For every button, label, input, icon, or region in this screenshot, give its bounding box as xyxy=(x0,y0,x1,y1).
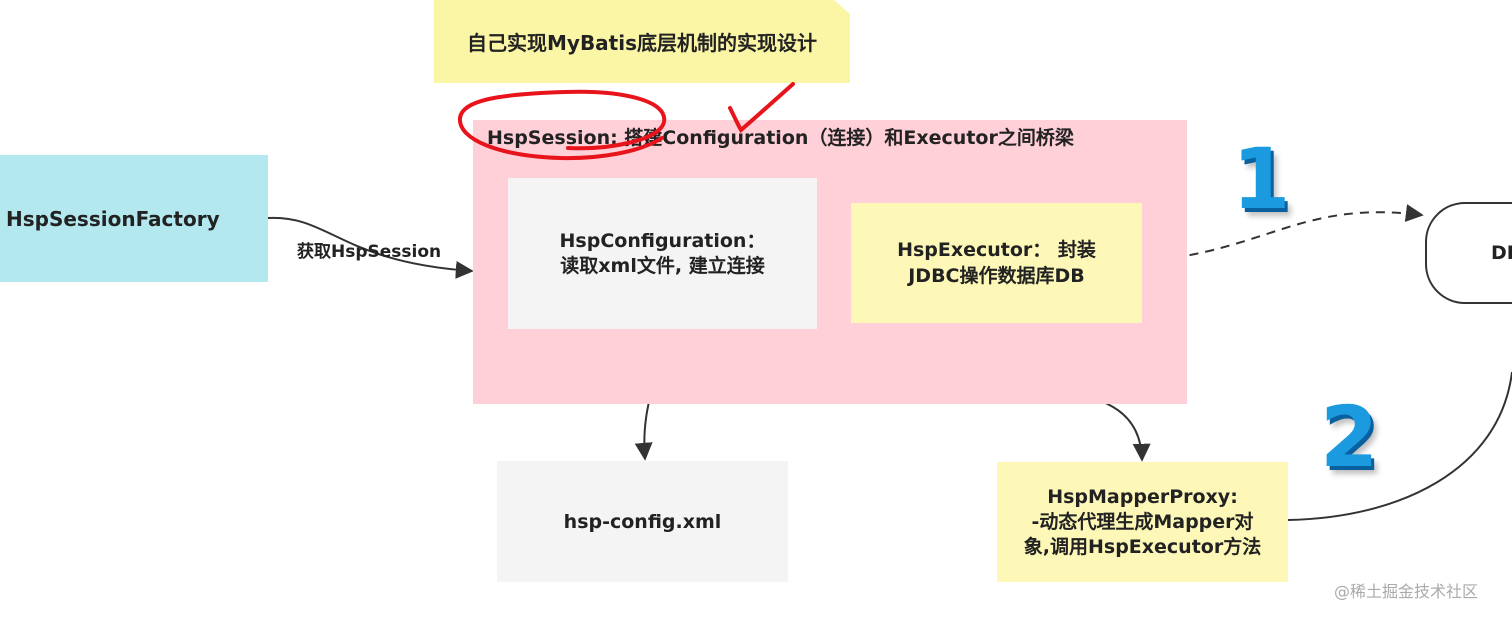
hsp-session-factory-node: HspSessionFactory xyxy=(0,155,268,282)
hsp-executor-node: HspExecutor： 封装 JDBC操作数据库DB xyxy=(851,203,1142,323)
db-label: DB xyxy=(1491,242,1512,264)
watermark: @稀土掘金技术社区 xyxy=(1334,582,1479,601)
executor-to-db-dashed-arrow xyxy=(1141,204,1424,263)
proxy-to-db-line xyxy=(1287,371,1512,521)
configuration-line-2: 读取xml文件, 建立连接 xyxy=(560,254,765,277)
step-marker-1: 1 xyxy=(1232,130,1291,228)
hsp-mapper-proxy-node: HspMapperProxy: -动态代理生成Mapper对 象,调用HspEx… xyxy=(997,462,1288,582)
hsp-session-title: HspSession: 搭建Configuration（连接）和Executor… xyxy=(487,127,1074,149)
executor-line-2: JDBC操作数据库DB xyxy=(908,265,1085,287)
configuration-line-1: HspConfiguration： xyxy=(559,229,766,252)
mapper-proxy-line-1: HspMapperProxy: xyxy=(1047,485,1238,508)
hsp-configuration-node: HspConfiguration： 读取xml文件, 建立连接 xyxy=(508,178,817,329)
mapper-proxy-line-2: -动态代理生成Mapper对 xyxy=(1031,510,1254,533)
db-node: DB xyxy=(1425,202,1512,304)
design-note-text: 自己实现MyBatis底层机制的实现设计 xyxy=(467,31,817,55)
config-xml-label: hsp-config.xml xyxy=(563,510,722,533)
factory-to-session-arrow xyxy=(267,216,474,279)
get-session-edge-label: 获取HspSession xyxy=(297,242,442,262)
executor-line-1: HspExecutor： 封装 xyxy=(897,239,1096,261)
step-marker-2: 2 xyxy=(1320,388,1379,486)
mapper-proxy-line-3: 象,调用HspExecutor方法 xyxy=(1023,535,1262,558)
hsp-config-xml-node: hsp-config.xml xyxy=(497,461,788,582)
hsp-session-factory-label: HspSessionFactory xyxy=(6,206,220,231)
design-note: 自己实现MyBatis底层机制的实现设计 xyxy=(434,0,850,83)
